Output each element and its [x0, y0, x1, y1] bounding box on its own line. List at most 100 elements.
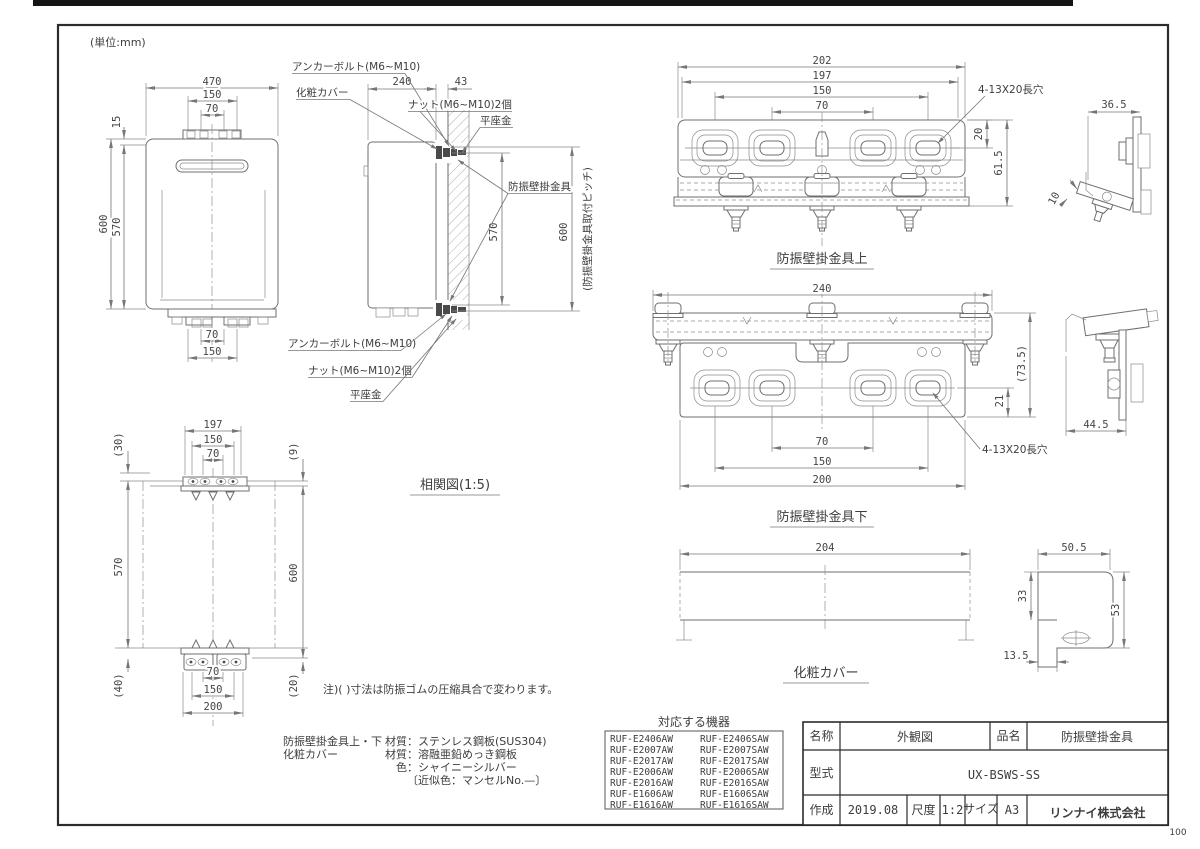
- tb-date-label: 作成: [809, 803, 833, 817]
- dim-side-depth: 240: [393, 76, 412, 88]
- dim-rear-top-pitch: 150: [204, 434, 223, 446]
- dim-front-bottom-center: 70: [206, 329, 219, 341]
- dim-rear-offset9: (9): [288, 443, 300, 462]
- dim-rear-offset40: (40): [113, 673, 125, 698]
- dim-rear-top-width: 197: [204, 419, 223, 431]
- dim-cover-leg: 13.5: [1003, 650, 1028, 662]
- label-washer-bottom: 平座金: [350, 388, 382, 401]
- material-spec-1: 材質：ステンレス鋼板(SUS304): [385, 734, 547, 748]
- dim-cover-top: 33: [1017, 590, 1029, 603]
- title-block: 名称 外観図 品名 防振壁掛金具 型式 UX-BSWS-SS 作成 2019.0…: [802, 721, 1169, 826]
- label-bbot-slot: 4-13X20長穴: [982, 443, 1048, 456]
- tb-date-value: 2019.08: [848, 803, 899, 817]
- label-anchor-bolt-top: アンカーボルト(M6~M10): [292, 61, 420, 73]
- label-btop-slot: 4-13X20長穴: [978, 83, 1044, 96]
- unit-note: (単位:mm): [90, 35, 146, 49]
- dim-cover-height: 53: [1110, 604, 1122, 617]
- tb-scale-value: 1:2: [942, 803, 964, 817]
- dim-bbot-slot-offset: 21: [994, 395, 1006, 408]
- label-bracket: 防振壁掛金具: [508, 180, 571, 193]
- model-b3: RUF-E2017SAW: [700, 756, 769, 767]
- dim-rear-bottom-width: 200: [204, 701, 223, 713]
- dim-btop-depth: 36.5: [1101, 99, 1126, 111]
- tb-name-value: 外観図: [897, 730, 933, 744]
- model-a4: RUF-E2006AW: [610, 767, 673, 778]
- dim-btop-thickness: 10: [1046, 190, 1063, 207]
- dim-front-bottom-width: 150: [203, 346, 222, 358]
- label-washer-top: 平座金: [480, 114, 512, 127]
- dim-bbot-pitch: 150: [813, 456, 832, 468]
- label-nut-top: ナット(M6~M10)2個: [408, 98, 512, 111]
- dim-btop-pitch: 150: [813, 85, 832, 97]
- side-view: 240 43 570 600 (防振壁掛金具取付ピッチ) アンカーボルト(M6~…: [286, 59, 596, 496]
- dim-btop-height: 61.5: [993, 150, 1005, 175]
- material-item-1: 防振壁掛金具上・下: [283, 734, 382, 748]
- dim-btop-slot-offset: 20: [973, 128, 985, 141]
- model-a7: RUF-E1616AW: [610, 800, 673, 811]
- dim-side-height: 600: [558, 223, 570, 242]
- side-pitch-note: (防振壁掛金具取付ピッチ): [581, 167, 594, 291]
- model-a3: RUF-E2017AW: [610, 756, 673, 767]
- compatible-models-table: 対応する機器 RUF-E2406AW RUF-E2406SAW RUF-E200…: [604, 714, 784, 811]
- dim-rear-bottom-center: 70: [207, 666, 220, 678]
- caption-correlation: 相関図(1:5): [420, 478, 490, 493]
- model-b2: RUF-E2007SAW: [700, 745, 769, 756]
- sheet-frame: [56, 23, 1170, 827]
- dim-front-width: 470: [203, 76, 222, 88]
- label-nut-bottom: ナット(M6~M10)2個: [308, 364, 412, 377]
- scan-top-bar: [33, 0, 1073, 6]
- tb-model-value: UX-BSWS-SS: [968, 768, 1040, 782]
- bracket-bottom-view: 240 (73.5) 21 70 150 200 4-13X20長穴 防振壁掛金…: [652, 281, 1159, 528]
- model-b6: RUF-E1606SAW: [700, 789, 769, 800]
- label-cover: 化粧カバー: [296, 86, 349, 99]
- tb-model-label: 型式: [809, 766, 833, 780]
- dim-front-mount-center: 70: [206, 103, 219, 115]
- tb-company: リンナイ株式会社: [1049, 805, 1145, 820]
- dim-front-pitch: 570: [111, 218, 123, 237]
- model-b5: RUF-E2016SAW: [700, 778, 769, 789]
- page-number: 100: [1169, 828, 1186, 838]
- dim-rear-pitch: 570: [113, 558, 125, 577]
- rear-view: 197 150 70 (30) (9) 570 600 (40) (20) 70…: [111, 417, 308, 726]
- dim-rear-top-center: 70: [207, 448, 220, 460]
- dim-bbot-height: (73.5): [1016, 345, 1028, 383]
- label-anchor-bolt-bottom: アンカーボルト(M6~M10): [288, 338, 416, 350]
- model-a5: RUF-E2016AW: [610, 778, 673, 789]
- model-a6: RUF-E1606AW: [610, 789, 673, 800]
- dim-front-top-offset: 15: [111, 116, 123, 129]
- tb-size-value: A3: [1005, 803, 1019, 817]
- dim-rear-offset30: (30): [113, 432, 125, 457]
- dim-bbot-center: 70: [816, 436, 829, 448]
- title-cover: 化粧カバー: [793, 666, 858, 681]
- title-bracket-top: 防振壁掛金具上: [776, 251, 867, 267]
- tb-size-label: サイズ: [963, 801, 999, 816]
- dim-bbot-width: 200: [813, 474, 832, 486]
- cover-view: 化粧カバー 204 50.5 33 53 13.5: [676, 540, 1130, 684]
- dim-cover-width: 204: [816, 542, 835, 554]
- dim-bbot-overall: 240: [813, 283, 832, 295]
- model-b7: RUF-E1616SAW: [700, 800, 769, 811]
- dim-rear-offset20: (20): [288, 673, 300, 698]
- front-view: __ 470 150 70 70 150 600 570 15: [96, 74, 279, 362]
- dim-side-wall-gap: 43: [455, 76, 468, 88]
- dim-side-pitch: 570: [488, 223, 500, 242]
- material-item-2: 化粧カバー: [283, 747, 338, 761]
- tb-item-label: 品名: [996, 728, 1020, 743]
- dim-btop-center: 70: [816, 100, 829, 112]
- tb-item-value: 防振壁掛金具: [1061, 729, 1133, 744]
- material-spec-2: 材質：溶融亜鉛めっき鋼板: [385, 747, 517, 761]
- model-b1: RUF-E2406SAW: [700, 734, 769, 745]
- bracket-top-view: 202 197 150 70 4-13X20長穴 20 61.5 防振壁掛金具上…: [673, 53, 1152, 270]
- dim-cover-depth: 50.5: [1061, 542, 1086, 554]
- dim-btop-plate: 197: [813, 70, 832, 82]
- model-a1: RUF-E2406AW: [610, 734, 673, 745]
- dim-btop-overall: 202: [813, 55, 832, 67]
- dim-front-mount-width: 150: [203, 89, 222, 101]
- model-a2: RUF-E2007AW: [610, 745, 673, 756]
- caution-note: 注)( )寸法は防振ゴムの圧縮具合で変わります。: [323, 682, 558, 696]
- material-spec-4: 〔近似色：マンセルNo.—〕: [407, 773, 546, 787]
- dim-rear-bottom-pitch: 150: [204, 684, 223, 696]
- models-title: 対応する機器: [658, 714, 730, 729]
